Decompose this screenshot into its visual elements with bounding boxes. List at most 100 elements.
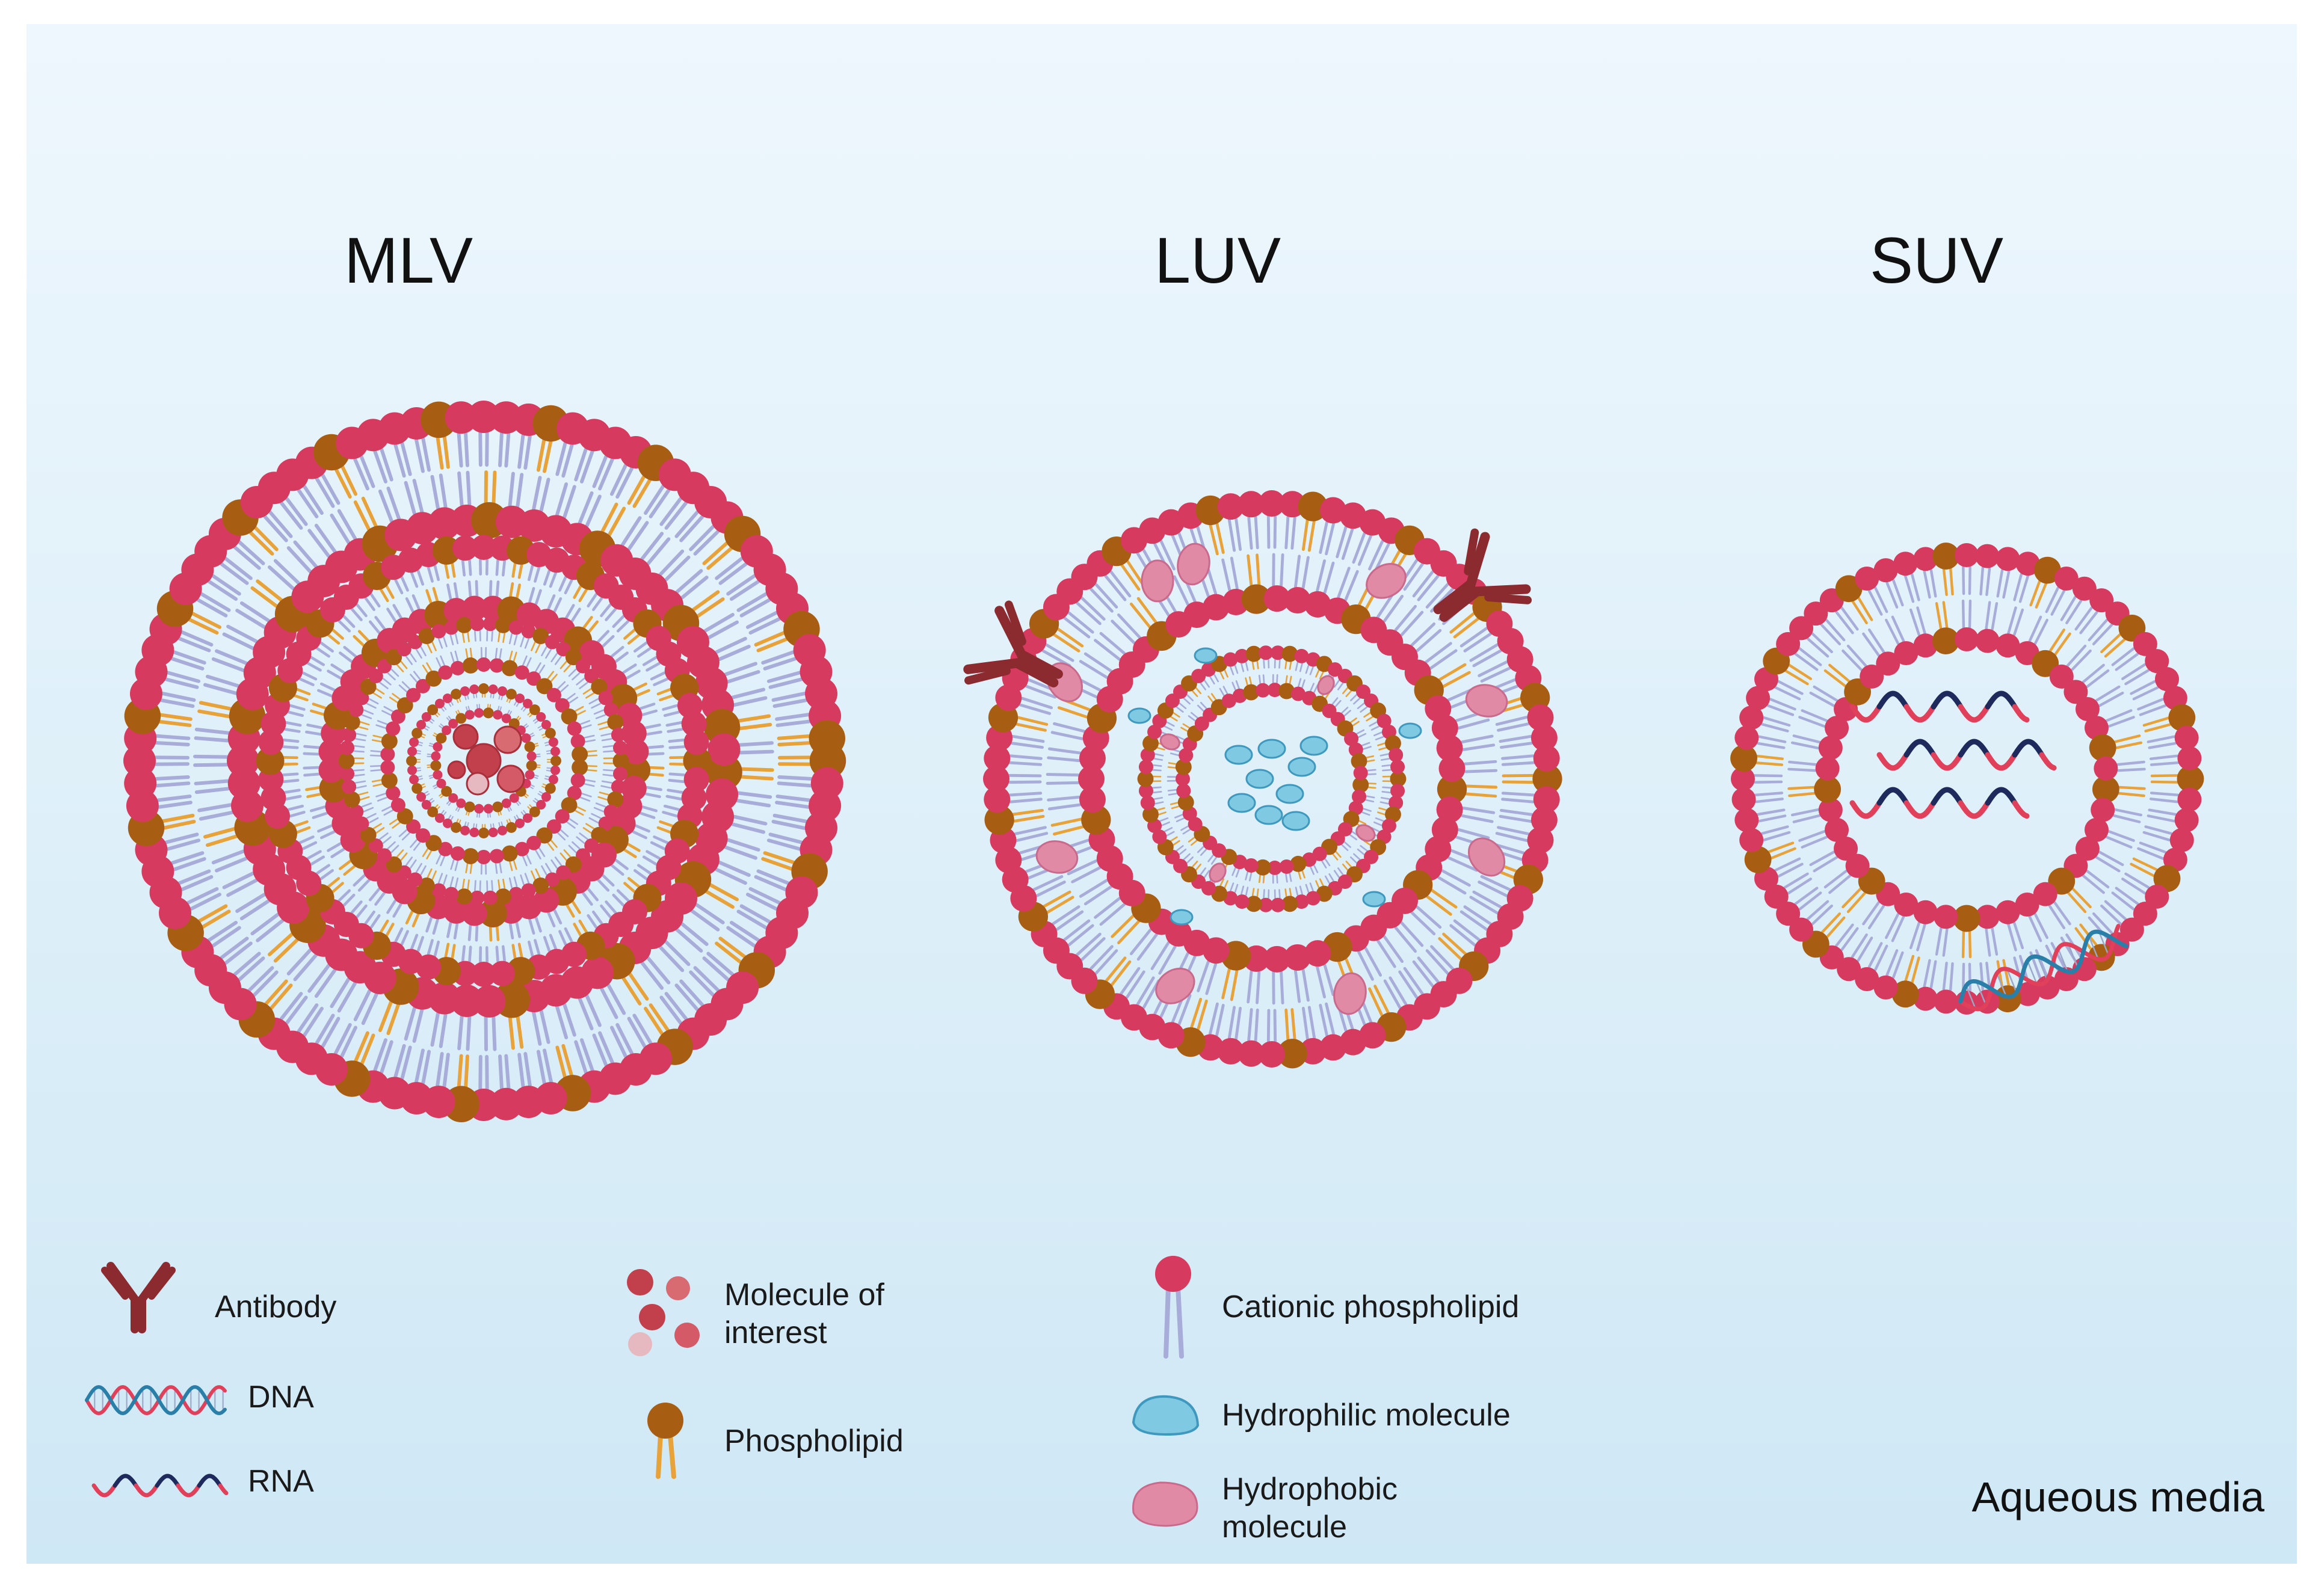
bilayer	[983, 490, 1562, 1069]
title-luv: LUV	[1154, 224, 1281, 297]
cationic-head	[2094, 756, 2118, 781]
legend-molecule-of-interest-label-2: interest	[724, 1315, 827, 1350]
cationic-head	[2035, 975, 2060, 1000]
rna-segment	[1985, 787, 2018, 806]
cationic-head	[1818, 736, 1843, 760]
phospholipid-head	[1241, 584, 1271, 614]
cationic-head	[1873, 558, 1898, 583]
phospholipid-head	[612, 752, 629, 769]
cationic-head	[681, 711, 707, 737]
diagram-panel: MLV LUV SUV Antibody DNA RNA Molecule of…	[26, 24, 2297, 1564]
cationic-head	[1267, 860, 1282, 875]
rna-segment	[1931, 752, 1964, 771]
phospholipid-head	[1298, 491, 1328, 521]
lipid-heads	[338, 616, 629, 905]
cationic-head	[1913, 900, 1938, 924]
cationic-head	[1530, 724, 1558, 751]
cationic-head	[340, 766, 355, 781]
luv-vesicle	[963, 490, 1562, 1069]
cationic-head	[498, 825, 508, 835]
hydrophilic-molecule	[1362, 891, 1386, 908]
cationic-head	[983, 766, 1009, 792]
lipid-tails	[353, 630, 615, 892]
rna-strand	[1849, 787, 2030, 819]
cationic-head	[318, 739, 344, 764]
phospholipid-head	[456, 616, 472, 633]
rna-segment	[91, 1483, 117, 1498]
cationic-head	[707, 733, 741, 766]
cationic-head	[550, 746, 560, 757]
phospholipid-head	[338, 752, 355, 769]
hydrophobic-molecule	[1035, 840, 1079, 874]
phospholipid-head	[360, 826, 377, 843]
cationic-head	[1436, 734, 1463, 761]
cationic-head	[611, 779, 626, 795]
phospholipid-head	[418, 877, 435, 894]
cationic-head	[598, 690, 613, 705]
phospholipid-head	[1437, 774, 1467, 804]
cationic-head	[570, 734, 585, 749]
phospholipid-head	[1245, 645, 1262, 662]
cationic-head	[1431, 715, 1458, 742]
phospholipid-head	[683, 746, 712, 775]
cationic-head	[1223, 652, 1238, 667]
cationic-head	[1789, 616, 1814, 641]
rna-segment	[176, 1483, 202, 1498]
phospholipid-head	[1243, 684, 1260, 701]
cationic-head	[2015, 982, 2040, 1006]
legend-hydrophobic-molecule-label-2: molecule	[1222, 1510, 1347, 1545]
cationic-head	[2015, 552, 2040, 576]
cationic-head	[1438, 755, 1466, 782]
cationic-head	[349, 804, 364, 819]
phospholipid-head	[406, 755, 417, 766]
phospholipid-head	[1891, 980, 1919, 1008]
phospholipid-head	[427, 806, 439, 817]
cationic-head	[1270, 645, 1285, 660]
phospholipid-head	[1142, 806, 1159, 823]
cationic-head	[1894, 893, 1919, 917]
phospholipid-head	[501, 845, 518, 862]
cationic-head	[464, 710, 475, 720]
cationic-head	[2145, 884, 2169, 909]
cationic-head	[1533, 745, 1560, 772]
cationic-head	[1764, 884, 1789, 909]
cationic-head	[416, 678, 431, 693]
cationic-head	[515, 818, 525, 828]
phospholipid-head	[1953, 905, 1980, 932]
phospholipid-head	[482, 707, 494, 719]
lipid-heads	[1137, 645, 1407, 912]
cationic-head	[1259, 490, 1285, 517]
phospholipid-head	[550, 755, 561, 766]
cationic-head	[1381, 819, 1396, 834]
legend-phospholipid-label: Phospholipid	[724, 1424, 904, 1458]
rna-segment	[113, 1474, 138, 1488]
cationic-head	[368, 669, 383, 684]
cationic-head	[1152, 829, 1167, 844]
cationic-head	[526, 835, 541, 850]
hydrophilic-molecule	[1287, 757, 1316, 777]
molecule-of-interest	[466, 743, 502, 779]
cationic-head	[409, 775, 419, 785]
cationic-head	[521, 733, 531, 743]
phospholipid-head	[532, 628, 549, 645]
rna-segment	[1958, 800, 1991, 819]
cationic-head	[436, 778, 446, 788]
cationic-head	[342, 779, 357, 795]
cationic-head	[536, 712, 546, 722]
phospholipid-head	[1281, 896, 1298, 912]
cationic-head	[1221, 693, 1236, 708]
phospholipid-head	[591, 826, 608, 843]
phospholipid-head	[456, 888, 472, 905]
phospholipid-head	[501, 660, 518, 677]
cationic-phospholipid-icon	[1155, 1256, 1191, 1359]
cationic-head	[1294, 648, 1309, 663]
phospholipid-head	[572, 759, 588, 776]
phospholipid-head	[1277, 1039, 1307, 1069]
cationic-head	[1389, 795, 1404, 810]
hydrophobic-molecule	[1317, 675, 1335, 695]
cationic-head	[416, 720, 427, 730]
rna-segment	[2012, 704, 2030, 723]
cationic-head	[2089, 588, 2114, 613]
cationic-head	[1825, 716, 1849, 740]
cationic-head	[473, 985, 506, 1018]
